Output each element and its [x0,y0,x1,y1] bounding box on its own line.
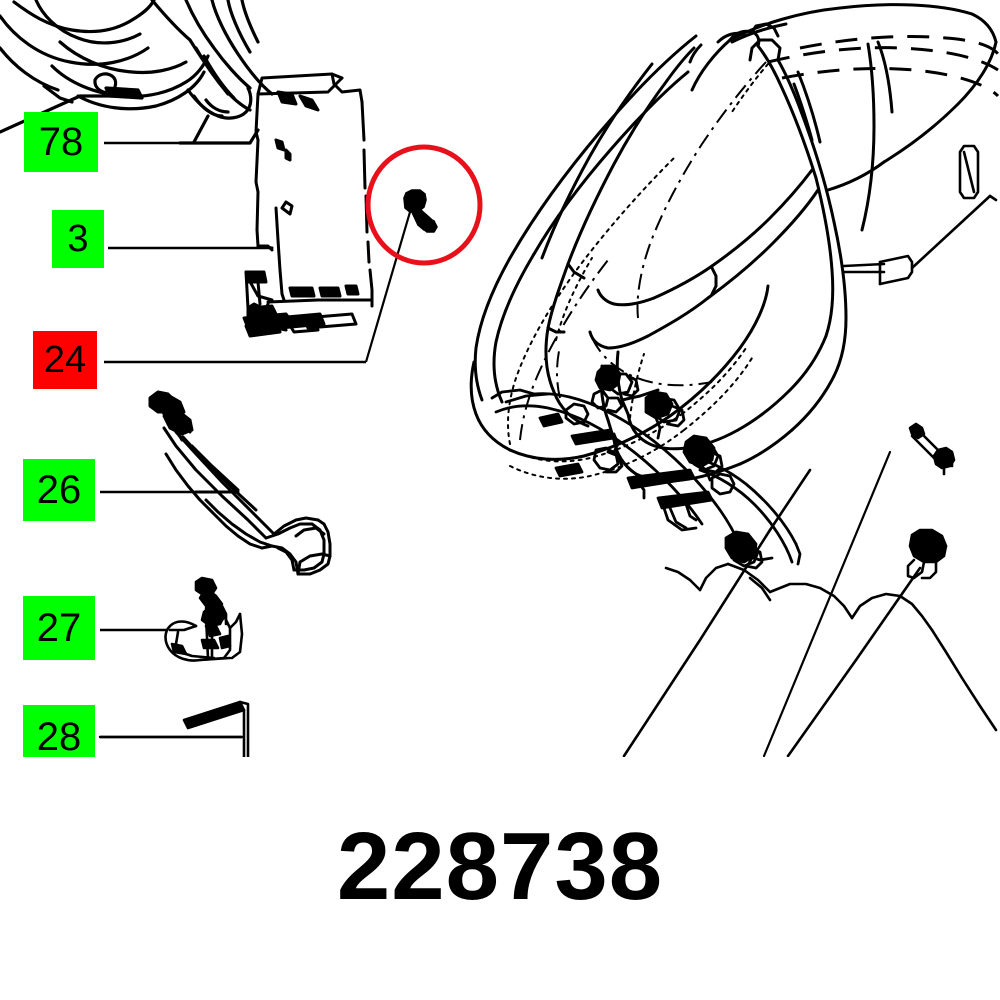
callout-box-24[interactable]: 24 [33,331,97,389]
hood-dashed-edges [767,34,1000,98]
callout-box-3[interactable]: 3 [52,210,104,268]
hinge-assembly-top-left [0,0,274,145]
technical-drawing-canvas: 78 3 24 26 27 28 [0,0,1000,757]
callout-box-78[interactable]: 78 [24,112,98,172]
callout-label-27: 27 [36,606,82,650]
part-number-caption: 228738 [336,813,664,920]
bolt-right-side [908,422,956,476]
callout-label-3: 3 [67,218,89,260]
callout-leader-lines [100,141,366,739]
callout-label-24: 24 [43,339,87,381]
callout-label-26: 26 [36,468,82,512]
shoulder-screw-part24 [403,189,438,233]
chassis-outline-lines [622,144,998,757]
red-highlight-circle [365,144,483,266]
leader-24-to-screw [364,211,412,363]
hex-key-wrench [98,700,250,757]
highlight-leader-lines [762,450,892,757]
hood-dotted-inner-lines [507,63,769,480]
hood-dashdot-hidden-lines [519,61,767,441]
line-art-drawing [0,0,1000,757]
control-console-panel [490,364,802,570]
latch-clip-bracket [164,576,244,662]
release-lever-handle [148,390,332,576]
callout-label-28: 28 [36,715,82,757]
callout-label-78: 78 [38,120,84,164]
knob-fitting-right-side [906,528,948,580]
callout-box-28[interactable]: 28 [23,705,95,757]
callout-box-26[interactable]: 26 [23,459,95,521]
callout-box-27[interactable]: 27 [23,596,95,660]
side-panel-bracket [242,72,374,338]
